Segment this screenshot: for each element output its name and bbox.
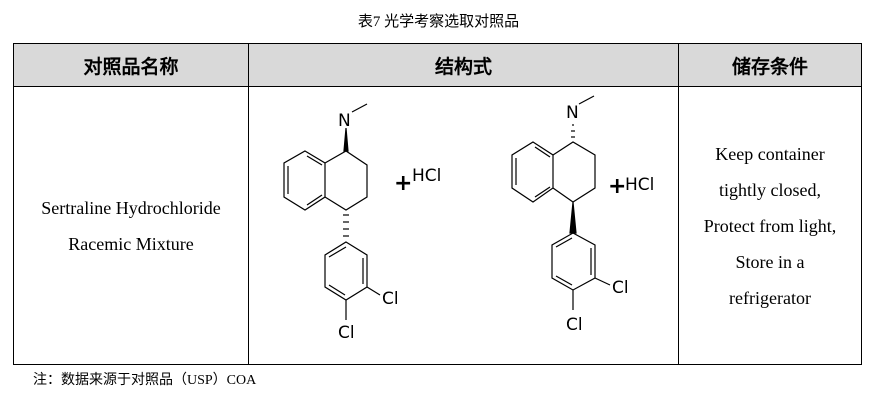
header-storage: 储存条件 [678, 43, 862, 87]
storage-line: Store in a [735, 251, 805, 272]
storage-line: Protect from light, [703, 215, 837, 236]
header-row: 对照品名称 结构式 储存条件 [13, 43, 862, 87]
wedge-bond [343, 127, 349, 152]
hcl-label: HCl [412, 166, 441, 186]
dichlorophenyl-ring [324, 241, 368, 301]
wedge-bond [569, 201, 577, 234]
storage-conditions: Keep container tightly closed, Protect f… [678, 86, 862, 365]
atom-cl: Cl [382, 289, 399, 309]
molecule-left: N Cl Cl + HCl [283, 103, 441, 343]
dichlorophenyl-ring [551, 232, 596, 291]
name-line: Racemic Mixture [68, 233, 194, 254]
atom-cl: Cl [566, 315, 583, 335]
storage-line: refrigerator [729, 287, 811, 308]
benzene-ring [283, 150, 326, 211]
table-note: 注：数据来源于对照品（USP）COA [33, 373, 257, 388]
benzene-ring [511, 141, 554, 203]
structure-cell [248, 86, 679, 365]
cyclohexene-ring [324, 150, 368, 211]
table-caption: 表7 光学考察选取对照品 [357, 14, 520, 30]
atom-n: N [338, 111, 351, 131]
name-line: Sertraline Hydrochloride [41, 197, 221, 218]
storage-line: Keep container [715, 143, 825, 164]
storage-line: tightly closed, [719, 179, 821, 200]
plus-sign: + [394, 171, 412, 196]
atom-cl: Cl [612, 278, 629, 298]
hcl-label: HCl [625, 175, 654, 195]
plus-sign: + [608, 174, 626, 199]
molecule-right: N Cl Cl + HCl [511, 95, 654, 335]
cyclohexene-ring [552, 141, 596, 203]
header-structure: 结构式 [248, 43, 679, 87]
atom-cl: Cl [338, 323, 355, 343]
atom-n: N [566, 103, 579, 123]
